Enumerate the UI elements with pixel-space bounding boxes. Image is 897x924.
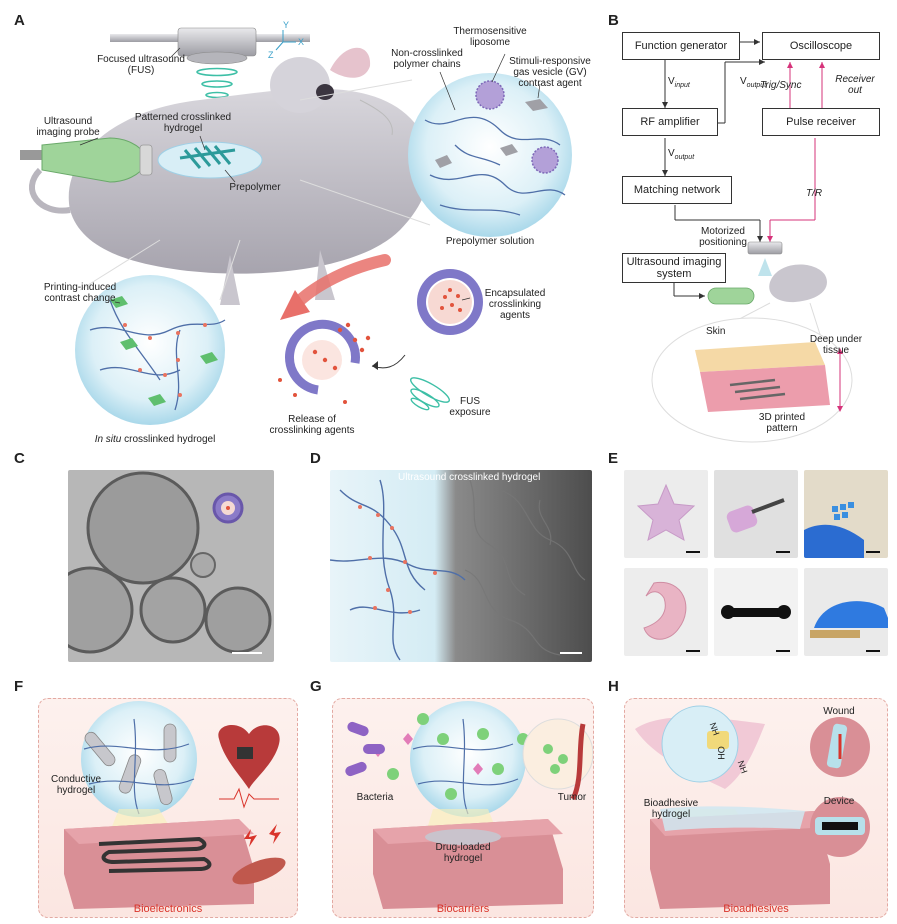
scale-bar-e5 xyxy=(776,650,790,652)
label-imaging-probe: Ultrasound imaging probe xyxy=(36,116,100,138)
label-device: Device xyxy=(823,796,855,807)
scale-bar-e6 xyxy=(866,650,880,652)
axis-indicator xyxy=(275,30,296,51)
label-liposome: Thermosensitive liposome xyxy=(453,26,527,48)
hydrogel-sem-image-d xyxy=(330,470,592,662)
scale-bar-e3 xyxy=(866,551,880,553)
title-biocarriers: Biocarriers xyxy=(436,903,490,915)
label-v-output-2: Voutput xyxy=(668,148,695,161)
microscopy-image-c xyxy=(68,470,274,662)
printed-pattern-small xyxy=(729,378,786,401)
label-v-input: Vinput xyxy=(668,76,690,89)
rf-amplifier-box: RF amplifier xyxy=(622,108,718,136)
scale-bar-d xyxy=(560,652,582,654)
label-skin: Skin xyxy=(706,326,726,337)
scale-bar-e2 xyxy=(776,551,790,553)
photo-dumbbell-hydrogel xyxy=(714,568,798,656)
photo-star-hydrogel xyxy=(624,470,708,558)
patterned-hydrogel xyxy=(179,145,236,169)
panel-label-e: E xyxy=(608,450,619,467)
function-generator-box: Function generator xyxy=(622,32,740,60)
axis-x-label: X xyxy=(298,37,305,47)
label-encapsulated: Encapsulated crosslinking agents xyxy=(484,288,546,321)
scale-bar-c xyxy=(232,652,262,654)
panel-label-a: A xyxy=(14,12,25,29)
label-bioadhesive-hydrogel: Bioadhesive hydrogel xyxy=(643,798,699,820)
prepolymer-region xyxy=(157,141,263,179)
released-liposome xyxy=(278,319,371,404)
scale-bar-e4 xyxy=(686,650,700,652)
label-deep: Deep under tissue xyxy=(809,334,863,356)
photo-finger-hydrogel xyxy=(804,568,888,656)
label-in-situ: In situ crosslinked hydrogel xyxy=(94,434,216,445)
photo-ear-hydrogel xyxy=(624,568,708,656)
axis-y-label: Y xyxy=(283,20,290,30)
label-v-output-1: Voutput xyxy=(740,76,767,89)
prepolymer-solution-bubble xyxy=(408,73,572,237)
label-tumor: Tumor xyxy=(557,792,587,803)
pulse-receiver-box: Pulse receiver xyxy=(762,108,880,136)
label-trig-sync: Trig/Sync xyxy=(760,80,802,91)
matching-network-box: Matching network xyxy=(622,176,732,204)
imaging-probe-small xyxy=(707,287,755,305)
photo-mesh-hydrogel xyxy=(804,470,888,558)
panel-a-illustration xyxy=(20,27,572,425)
panel-label-b: B xyxy=(608,12,619,29)
label-prepolymer: Prepolymer xyxy=(229,182,281,193)
panel-h-bioadhesives xyxy=(624,698,888,918)
encapsulated-liposome xyxy=(417,269,483,335)
label-printing-contrast: Printing-induced contrast change xyxy=(43,282,117,304)
panel-g-biocarriers xyxy=(332,698,594,918)
panel-label-f: F xyxy=(14,678,24,695)
label-non-crosslinked: Non-crosslinked polymer chains xyxy=(391,48,463,70)
mouse-illustration xyxy=(29,47,431,305)
label-printed: 3D printed pattern xyxy=(758,412,806,434)
scale-bar-e1 xyxy=(686,551,700,553)
panel-label-h: H xyxy=(608,678,619,695)
label-ultrasound-hydrogel: Ultrasound crosslinked hydrogel xyxy=(398,472,541,483)
panel-label-d: D xyxy=(310,450,321,467)
in-situ-hydrogel-bubble xyxy=(75,275,225,425)
label-fus: Focused ultrasound (FUS) xyxy=(97,54,185,76)
label-oh: OH xyxy=(715,746,726,760)
panel-b-schematic xyxy=(651,39,853,443)
label-receiver-out: Receiver out xyxy=(835,74,875,96)
imaging-probe xyxy=(20,137,153,183)
label-fus-exposure: FUS exposure xyxy=(449,396,491,418)
label-patterned-hydrogel: Patterned crosslinked hydrogel xyxy=(134,112,232,134)
fus-exposure-waves xyxy=(410,377,450,411)
label-bacteria: Bacteria xyxy=(356,792,394,803)
photo-held-hydrogel xyxy=(714,470,798,558)
label-wound: Wound xyxy=(823,706,855,717)
label-tr: T/R xyxy=(806,188,823,199)
ultrasound-imaging-box: Ultrasound imaging system xyxy=(622,253,726,283)
panel-label-g: G xyxy=(310,678,322,695)
panel-label-c: C xyxy=(14,450,25,467)
label-drug-loaded: Drug-loaded hydrogel xyxy=(435,842,491,864)
label-release: Release of crosslinking agents xyxy=(269,414,355,436)
label-prepolymer-solution: Prepolymer solution xyxy=(445,236,535,247)
title-bioadhesives: Bioadhesives xyxy=(723,903,789,915)
title-bioelectronics: Bioelectronics xyxy=(133,903,203,915)
panel-f-bioelectronics xyxy=(38,698,298,918)
axis-z-label: Z xyxy=(268,50,274,60)
label-gv: Stimuli-responsive gas vesicle (GV) cont… xyxy=(509,56,591,89)
mouse-small xyxy=(769,264,827,303)
label-conductive-hydrogel: Conductive hydrogel xyxy=(50,774,102,796)
label-motorized: Motorized positioning xyxy=(699,226,747,248)
oscilloscope-box: Oscilloscope xyxy=(762,32,880,60)
